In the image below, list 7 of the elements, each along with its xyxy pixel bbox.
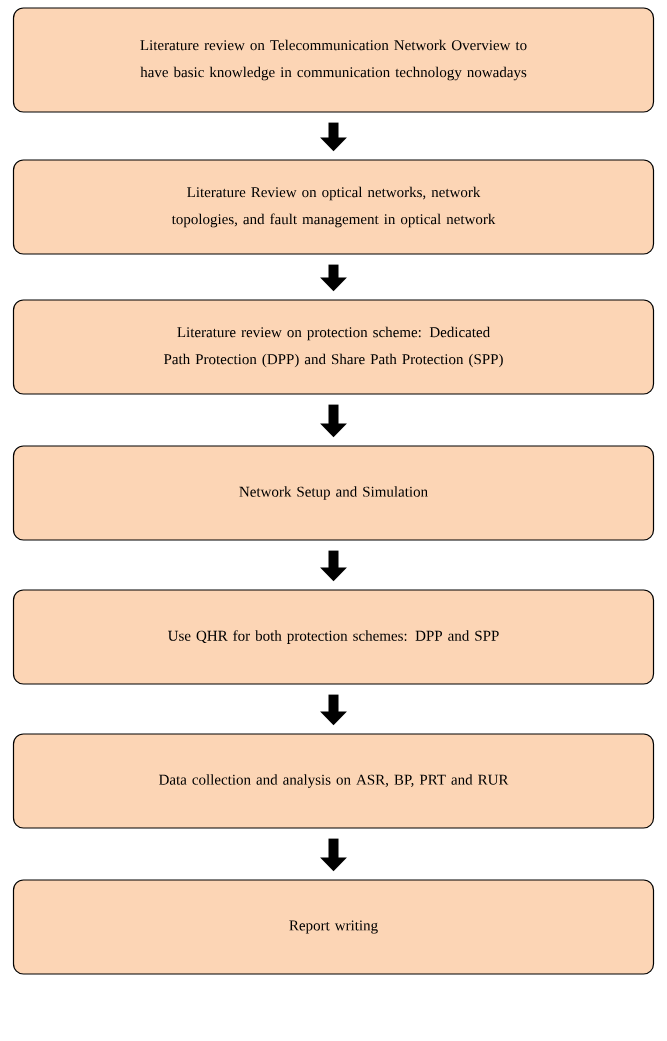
process-box: Literature review on Telecommunication Network Overview to have basic knowledge in communication technology nowadays [12,7,655,113]
process-box: Data collection and analysis on ASR, BP, PRT and RUR [12,733,655,829]
process-box: Network Setup and Simulation [12,445,655,541]
process-box: Literature review on protection scheme: Dedicated Path Protection (DPP) and Share Path Protection (SPP) [12,299,655,395]
process-box: Report writing [12,879,655,975]
process-box: Use QHR for both protection schemes: DPP and SPP [12,589,655,685]
process-box: Literature Review on optical networks, network topologies, and fault management in optical network [12,159,655,255]
